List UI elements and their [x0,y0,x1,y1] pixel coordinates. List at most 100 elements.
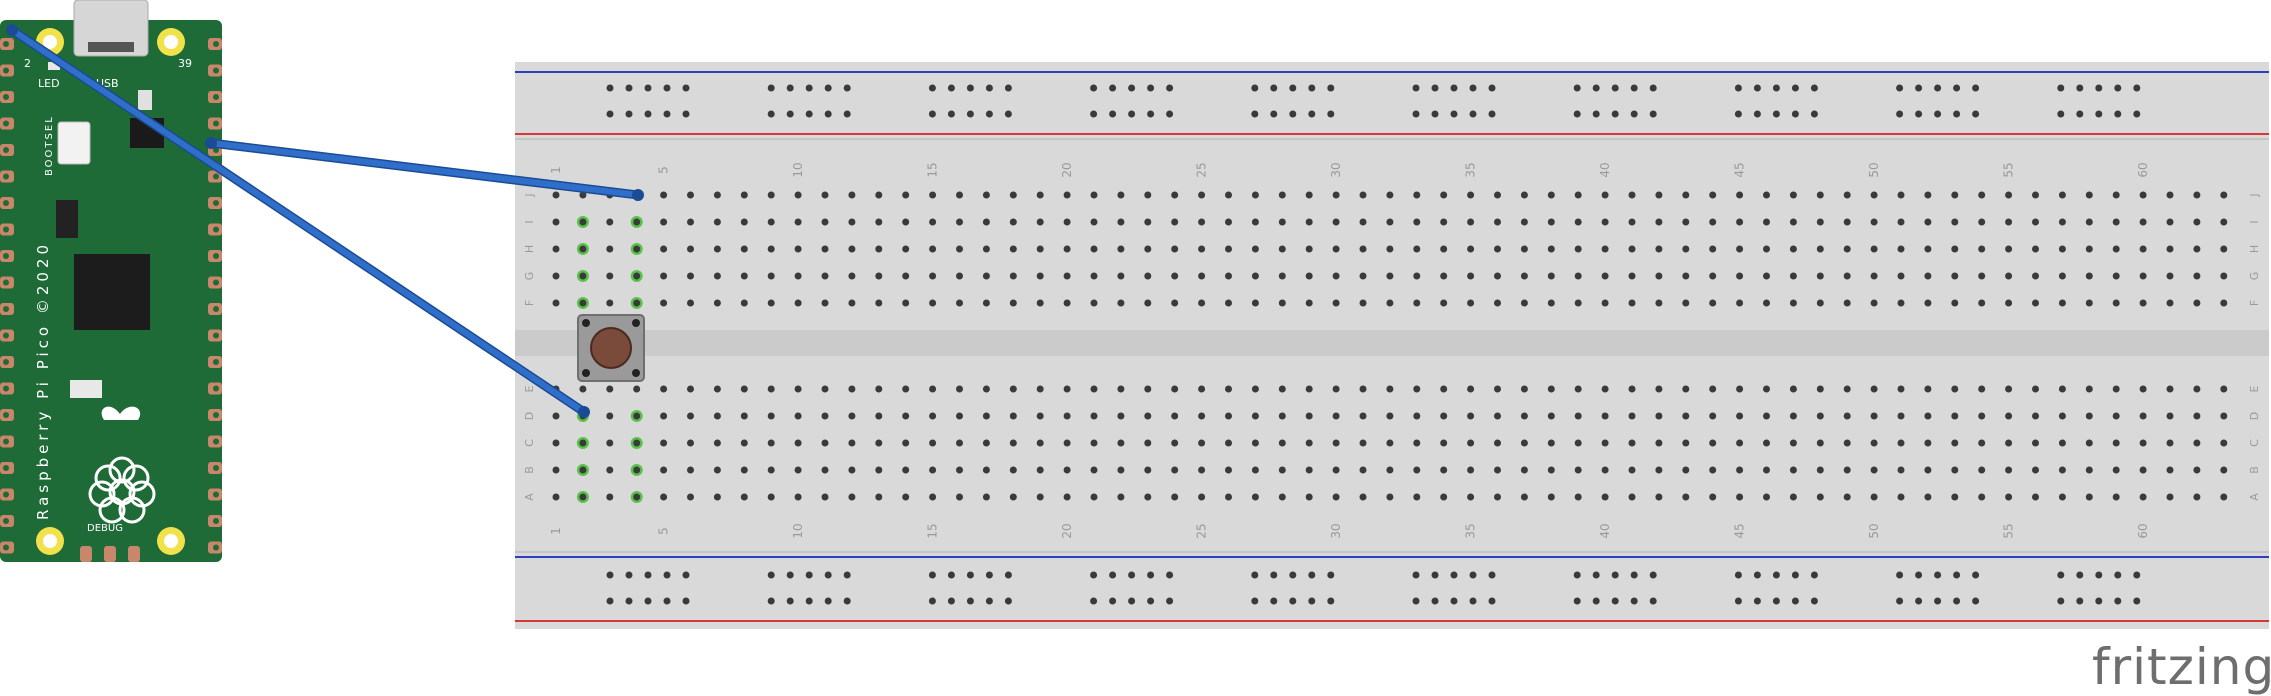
breadboard-hole[interactable] [1951,218,1959,226]
breadboard-hole[interactable] [1144,245,1152,253]
breadboard-hole[interactable] [1601,245,1609,253]
breadboard-hole[interactable] [1628,493,1636,501]
breadboard-hole[interactable] [1547,245,1555,253]
breadboard-hole[interactable] [794,245,802,253]
breadboard-hole[interactable] [767,272,775,280]
breadboard-hole[interactable] [2139,493,2147,501]
rail-hole[interactable] [1109,597,1117,605]
breadboard-hole[interactable] [875,245,883,253]
breadboard-hole[interactable] [1171,385,1179,393]
breadboard-hole[interactable] [1897,218,1905,226]
breadboard-hole[interactable] [2058,245,2066,253]
breadboard-hole[interactable] [1171,245,1179,253]
rail-hole[interactable] [1412,571,1420,579]
breadboard-hole[interactable] [1009,272,1017,280]
breadboard-hole[interactable] [2220,245,2228,253]
breadboard-hole[interactable] [1547,299,1555,307]
rail-hole[interactable] [843,597,851,605]
breadboard-hole[interactable] [1117,191,1125,199]
rail-hole[interactable] [1128,110,1136,118]
breadboard-hole[interactable] [1682,412,1690,420]
breadboard-hole[interactable] [633,439,641,447]
breadboard-hole[interactable] [2193,245,2201,253]
breadboard-hole[interactable] [767,218,775,226]
breadboard-hole[interactable] [2139,245,2147,253]
breadboard-hole[interactable] [767,299,775,307]
breadboard-hole[interactable] [1332,299,1340,307]
breadboard-hole[interactable] [848,272,856,280]
breadboard-hole[interactable] [2193,439,2201,447]
breadboard-hole[interactable] [1547,412,1555,420]
breadboard-hole[interactable] [1036,245,1044,253]
breadboard-hole[interactable] [1763,218,1770,226]
breadboard-hole[interactable] [2058,385,2066,393]
breadboard-hole[interactable] [606,299,614,307]
breadboard-hole[interactable] [2058,466,2066,474]
breadboard-hole[interactable] [1225,245,1232,253]
breadboard-hole[interactable] [2085,272,2093,280]
breadboard-hole[interactable] [1386,493,1394,501]
breadboard-hole[interactable] [1009,191,1017,199]
breadboard-hole[interactable] [982,245,990,253]
breadboard-hole[interactable] [1736,218,1744,226]
breadboard-hole[interactable] [1978,272,1986,280]
breadboard-hole[interactable] [767,412,775,420]
breadboard-hole[interactable] [2220,299,2228,307]
breadboard-hole[interactable] [2085,245,2093,253]
breadboard-hole[interactable] [2166,439,2174,447]
breadboard-hole[interactable] [1144,439,1152,447]
breadboard-hole[interactable] [687,272,694,280]
breadboard-hole[interactable] [1816,412,1824,420]
rail-hole[interactable] [2133,110,2141,118]
breadboard-hole[interactable] [1063,385,1071,393]
breadboard-hole[interactable] [1547,191,1555,199]
breadboard-hole[interactable] [687,385,694,393]
rail-hole[interactable] [2057,84,2065,92]
breadboard-hole[interactable] [2058,439,2066,447]
breadboard-hole[interactable] [1305,299,1313,307]
rail-hole[interactable] [1896,84,1904,92]
breadboard-hole[interactable] [1305,493,1313,501]
breadboard-hole[interactable] [2112,412,2120,420]
breadboard-hole[interactable] [2139,439,2147,447]
breadboard-hole[interactable] [848,245,856,253]
breadboard-hole[interactable] [2220,218,2228,226]
breadboard-hole[interactable] [1870,272,1878,280]
breadboard-hole[interactable] [660,299,668,307]
breadboard-hole[interactable] [1978,191,1986,199]
breadboard-hole[interactable] [1305,385,1313,393]
breadboard-hole[interactable] [687,218,694,226]
rail-hole[interactable] [1630,110,1638,118]
breadboard-hole[interactable] [2085,191,2093,199]
breadboard-hole[interactable] [1278,218,1286,226]
breadboard-hole[interactable] [1843,218,1851,226]
breadboard-hole[interactable] [2166,412,2174,420]
breadboard-hole[interactable] [1763,272,1770,280]
breadboard-hole[interactable] [1951,493,1959,501]
breadboard-hole[interactable] [2005,218,2013,226]
breadboard-hole[interactable] [2193,412,2201,420]
breadboard-hole[interactable] [2166,245,2174,253]
breadboard-hole[interactable] [2220,272,2228,280]
breadboard-hole[interactable] [982,466,990,474]
breadboard-hole[interactable] [1144,191,1152,199]
breadboard-hole[interactable] [1171,299,1179,307]
breadboard-hole[interactable] [1709,218,1717,226]
rail-hole[interactable] [824,110,832,118]
breadboard-hole[interactable] [579,493,587,501]
rail-hole[interactable] [1953,571,1961,579]
debug-pin[interactable] [128,546,140,562]
breadboard-hole[interactable] [1440,439,1448,447]
breadboard-hole[interactable] [1655,299,1663,307]
breadboard-hole[interactable] [2112,439,2120,447]
rail-hole[interactable] [2114,84,2122,92]
rail-hole[interactable] [786,597,794,605]
rail-hole[interactable] [1469,84,1477,92]
breadboard-hole[interactable] [1009,493,1017,501]
rail-hole[interactable] [1573,597,1581,605]
rail-hole[interactable] [1128,571,1136,579]
rail-hole[interactable] [1734,597,1742,605]
breadboard-hole[interactable] [606,245,614,253]
breadboard-hole[interactable] [875,299,883,307]
breadboard-hole[interactable] [1520,245,1528,253]
